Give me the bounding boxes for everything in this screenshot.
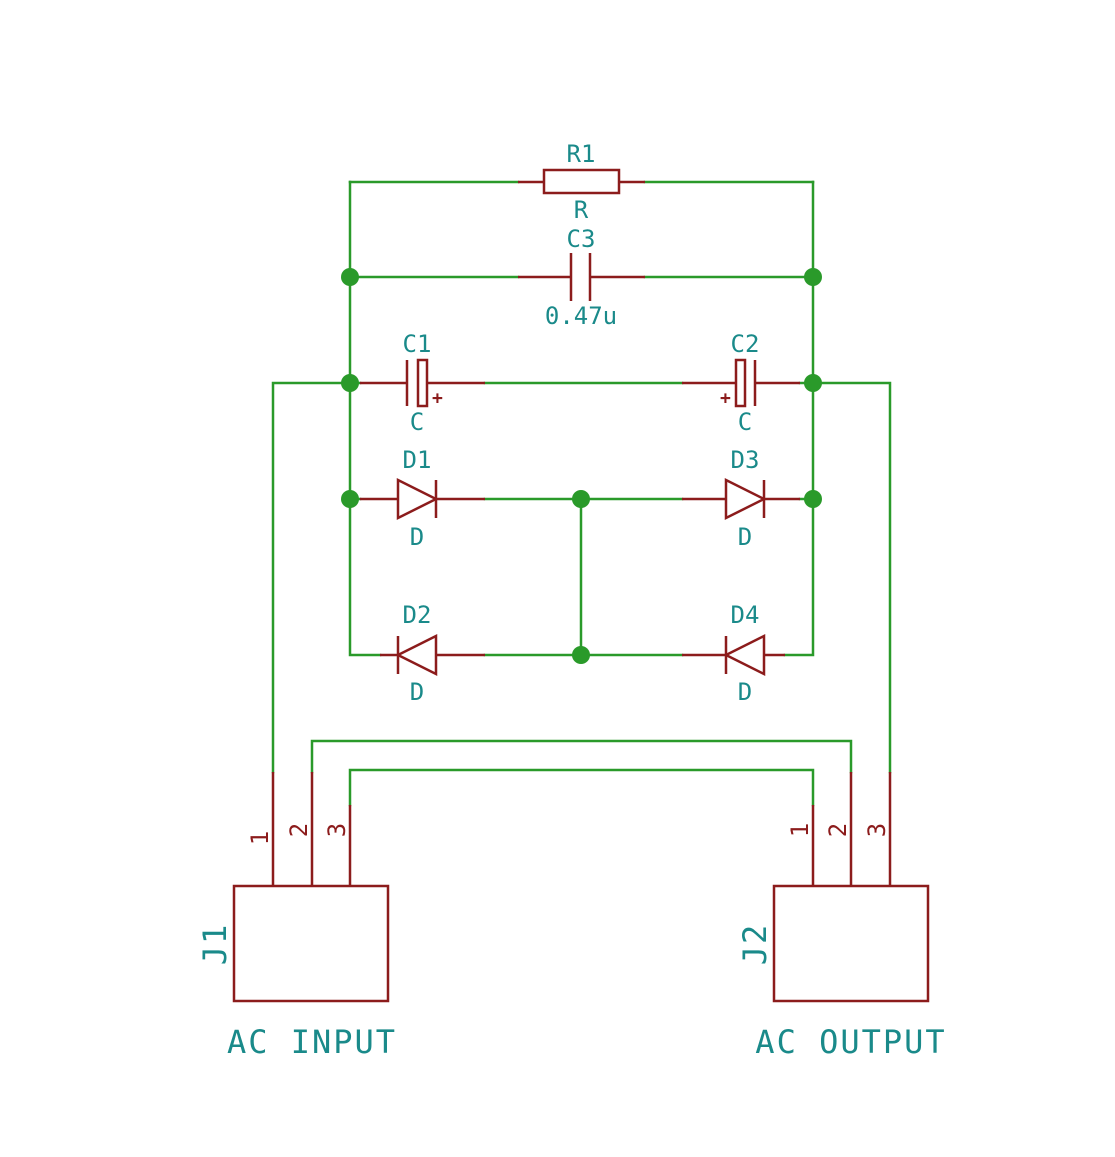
diode-d1[interactable]: D1 D [360, 446, 485, 551]
d1-ref-label: D1 [403, 446, 432, 474]
junction-dot [341, 490, 359, 508]
r1-value-label: R [574, 196, 589, 224]
junctions [341, 268, 822, 664]
j2-pin3-label: 3 [863, 823, 891, 837]
junction-dot [572, 490, 590, 508]
wire-right-rail [783, 180, 815, 657]
wire-j2-pin3 [811, 381, 892, 774]
diode-d2[interactable]: D2 D [380, 601, 485, 706]
d3-ref-label: D3 [731, 446, 760, 474]
connector-j2[interactable]: 1 2 3 J2 AC OUTPUT [736, 772, 947, 1061]
d2-ref-label: D2 [403, 601, 432, 629]
j2-ref-label: J2 [736, 923, 774, 966]
d4-ref-label: D4 [731, 601, 760, 629]
j2-pin2-label: 2 [824, 823, 852, 837]
c1-ref-label: C1 [403, 330, 432, 358]
diode-d4[interactable]: D4 D [682, 601, 785, 706]
c3-value-label: 0.47u [545, 302, 617, 330]
r1-ref-label: R1 [567, 140, 596, 168]
capacitor-c3[interactable]: C3 0.47u [518, 225, 645, 330]
c3-ref-label: C3 [567, 225, 596, 253]
connector-j1[interactable]: 1 2 3 J1 AC INPUT [196, 772, 397, 1061]
capacitor-c1[interactable]: + C1 C [360, 330, 485, 436]
d4-value-label: D [738, 678, 752, 706]
c2-polarity-mark: + [720, 388, 731, 409]
c2-value-label: C [738, 408, 752, 436]
wire-pin3-bridge [348, 768, 815, 807]
capacitor-c2[interactable]: + C2 C [682, 330, 800, 436]
junction-dot [804, 490, 822, 508]
j2-name-label: AC OUTPUT [755, 1023, 946, 1061]
d3-value-label: D [738, 523, 752, 551]
j1-name-label: AC INPUT [227, 1023, 397, 1061]
d2-value-label: D [410, 678, 424, 706]
junction-dot [341, 268, 359, 286]
c1-polarity-mark: + [432, 388, 443, 409]
diode-d3[interactable]: D3 D [682, 446, 800, 551]
wire-j1-pin1 [271, 381, 352, 774]
junction-dot [341, 374, 359, 392]
junction-dot [804, 374, 822, 392]
c1-value-label: C [410, 408, 424, 436]
wire-pin2-bridge [310, 739, 853, 774]
d1-value-label: D [410, 523, 424, 551]
j1-pin3-label: 3 [323, 823, 351, 837]
c2-ref-label: C2 [731, 330, 760, 358]
resistor-r1[interactable]: R1 R [518, 140, 645, 224]
junction-dot [572, 646, 590, 664]
junction-dot [804, 268, 822, 286]
j1-pin1-label: 1 [246, 831, 274, 845]
j1-ref-label: J1 [196, 923, 234, 966]
wire-left-rail [348, 180, 382, 657]
j2-pin1-label: 1 [786, 823, 814, 837]
j1-pin2-label: 2 [285, 823, 313, 837]
